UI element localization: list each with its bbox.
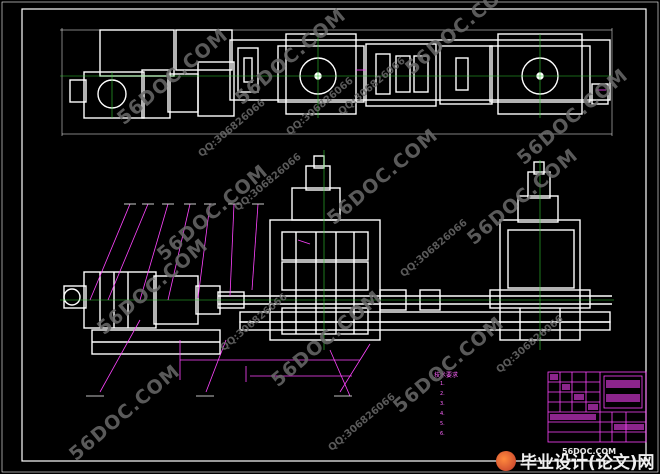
tech-requirement-line: 5. [440, 421, 445, 427]
tech-requirement-line: 2. [440, 391, 445, 397]
top-main-frame [229, 39, 611, 101]
site-logo-text: 毕业设计(论文)网 [520, 453, 655, 473]
site-url[interactable]: 56DOC.COM [562, 447, 617, 456]
leader-balloons [86, 203, 352, 397]
tech-requirement-line: 1. [440, 381, 445, 387]
tech-requirement-line: 4. [440, 411, 445, 417]
front-centerlines [60, 150, 614, 350]
top-view [60, 28, 613, 136]
site-logo[interactable]: 毕业设计(论文)网 [496, 448, 655, 473]
top-centerlines [60, 34, 612, 118]
sheet-inner-border [21, 8, 647, 462]
tech-requirement-line: 6. [440, 431, 445, 437]
tech-requirements-title: 技术要求 [434, 372, 459, 379]
top-middle-block [365, 43, 437, 107]
tech-requirement-line: 3. [440, 401, 445, 407]
top-wheel-housing-1 [285, 33, 357, 115]
title-block-fill [550, 374, 644, 430]
front-leader-lines [89, 203, 371, 397]
top-dimension-marks [356, 69, 606, 91]
logo-circle-icon [496, 450, 516, 471]
